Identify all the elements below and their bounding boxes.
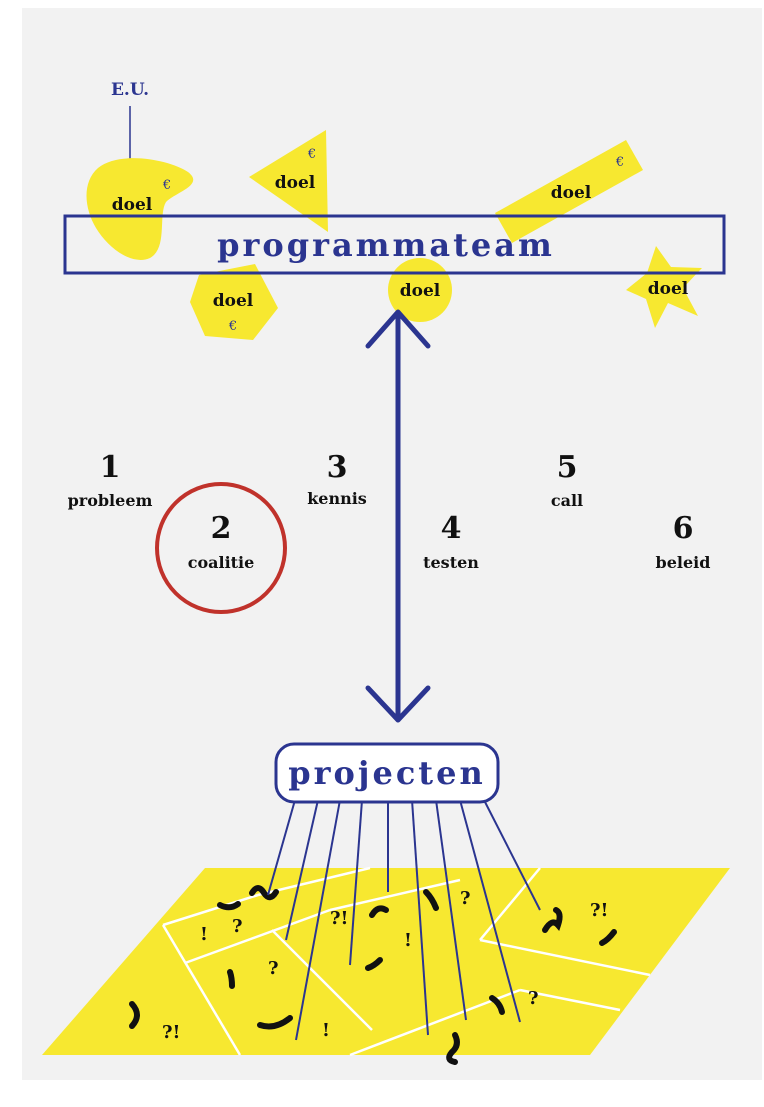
goal-shape-blob: doel €: [86, 158, 194, 260]
goal-shape-pentagon: doel €: [190, 264, 278, 340]
svg-text:5: 5: [557, 450, 578, 485]
field-mark: ?: [232, 916, 243, 937]
programmateam-box: programmateam: [63, 214, 726, 275]
svg-text:€: €: [162, 178, 171, 193]
svg-text:doel: doel: [213, 291, 254, 311]
svg-text:1: 1: [100, 450, 121, 485]
svg-text:€: €: [615, 155, 624, 170]
svg-text:coalitie: coalitie: [188, 553, 255, 572]
double-arrow: [365, 309, 431, 723]
goal-circle-label: doel: [400, 281, 441, 301]
svg-text:4: 4: [441, 511, 462, 546]
goal-shape-triangle: doel €: [249, 130, 328, 232]
field-squiggles: [129, 885, 617, 1065]
svg-text:doel: doel: [648, 279, 689, 299]
svg-text:doel: doel: [275, 173, 316, 193]
svg-text:kennis: kennis: [307, 489, 367, 508]
step-1: 1 probleem: [68, 450, 153, 510]
svg-text:6: 6: [673, 511, 694, 546]
svg-text:€: €: [307, 147, 316, 162]
step-3: 3 kennis: [307, 450, 367, 508]
projecten-label: projecten: [288, 754, 485, 792]
field-mark: ?!: [162, 1022, 180, 1043]
field-mark: ?: [528, 988, 539, 1009]
svg-text:€: €: [228, 319, 237, 334]
step-5: 5 call: [551, 450, 583, 510]
svg-text:2: 2: [211, 511, 232, 546]
field-mark: ?: [460, 888, 471, 909]
field-mark: ?!: [330, 908, 348, 929]
field-mark: !: [200, 924, 208, 945]
svg-text:beleid: beleid: [656, 553, 711, 572]
projecten-box: projecten: [274, 742, 500, 804]
svg-text:doel: doel: [551, 183, 592, 203]
field-mark: !: [404, 930, 412, 951]
svg-text:probleem: probleem: [68, 491, 153, 510]
step-4: 4 testen: [423, 511, 479, 572]
svg-text:testen: testen: [423, 553, 479, 572]
eu-label: E.U.: [111, 80, 149, 100]
goal-shape-star: doel: [626, 246, 702, 328]
step-6: 6 beleid: [656, 511, 711, 572]
programmateam-label: programmateam: [217, 226, 555, 264]
svg-text:3: 3: [327, 450, 348, 485]
project-field: ! ?! ? ! ? ?! ? ! ?! ?: [42, 866, 730, 1065]
step-2: 2 coalitie: [155, 482, 287, 614]
field-mark: !: [322, 1020, 330, 1041]
highlight-circle: [155, 482, 287, 614]
svg-text:doel: doel: [112, 195, 153, 215]
field-mark: ?: [268, 958, 279, 979]
field-mark: ?!: [590, 900, 608, 921]
svg-text:call: call: [551, 491, 583, 510]
project-connectors: [267, 799, 541, 1041]
